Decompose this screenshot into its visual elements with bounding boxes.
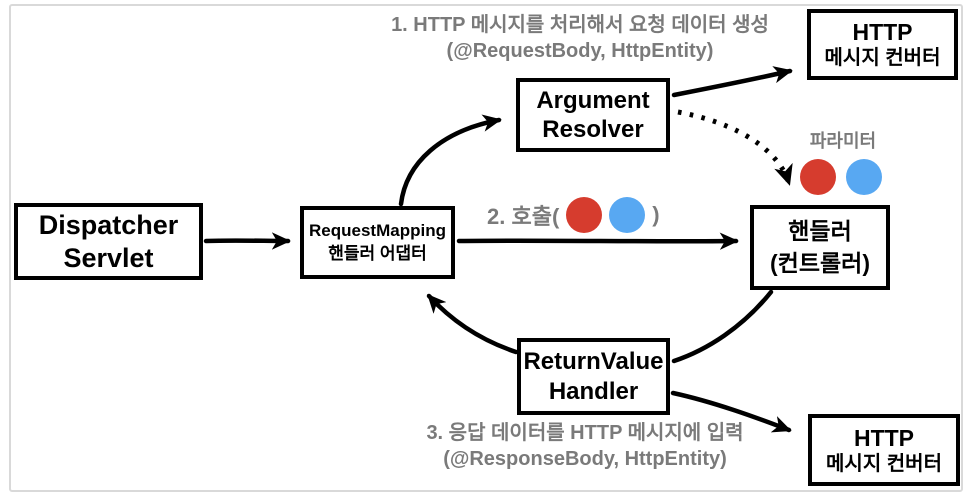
argument-resolver-line2: Resolver [542, 116, 644, 143]
arrow-adapter-to-handler [456, 232, 739, 250]
step1-annotation-line2: (@RequestBody, HttpEntity) [446, 40, 714, 62]
http-message-converter-bottom-line1: HTTP [853, 424, 915, 451]
arrow-adapter-to-argument-resolver [398, 114, 502, 207]
http-message-converter-top-line1: HTTP [852, 19, 913, 46]
arrow-return-value-handler-to-http-converter-bottom [670, 390, 792, 433]
http-message-converter-top-line2: 메시지 컨버터 [824, 47, 941, 70]
dispatcher-servlet-box: Dispatcher Servlet [14, 203, 203, 280]
step2-call-prefix: 2. 호출( [487, 204, 560, 229]
blue-parameter-dot-call [609, 197, 646, 233]
dispatcher-servlet-line1: Dispatcher [38, 209, 179, 240]
request-mapping-adapter-line2: 핸들러 어댑터 [328, 243, 427, 263]
return-value-handler-box: ReturnValue Handler [517, 338, 670, 415]
line-handler-to-return-value-handler [671, 289, 774, 364]
request-mapping-adapter-box: RequestMapping 핸들러 어댑터 [300, 206, 455, 279]
handler-controller-box: 핸들러 (컨트롤러) [750, 205, 890, 290]
arrow-return-value-handler-to-adapter [426, 293, 519, 355]
argument-resolver-box: Argument Resolver [516, 78, 670, 152]
parameter-dots [800, 159, 882, 195]
http-message-converter-bottom-box: HTTP 메시지 컨버터 [808, 414, 960, 486]
step3-annotation-line1: 3. 응답 데이터를 HTTP 메시지에 입력 [426, 422, 744, 444]
handler-controller-line2: (컨트롤러) [770, 249, 870, 276]
parameter-label: 파라미터 [809, 131, 877, 151]
step2-call-annotation: 2. 호출( ) [487, 197, 660, 233]
argument-resolver-line1: Argument [536, 86, 650, 114]
arrow-argument-resolver-to-http-converter-top [671, 66, 793, 98]
red-parameter-dot-call [566, 197, 603, 233]
return-value-handler-line2: Handler [548, 377, 639, 405]
http-message-converter-bottom-line2: 메시지 컨버터 [826, 452, 942, 475]
step1-annotation: 1. HTTP 메시지를 처리해서 요청 데이터 생성 (@RequestBod… [340, 12, 820, 64]
dotted-arrow-argument-resolver-to-parameters [677, 109, 793, 186]
dispatcher-servlet-line2: Servlet [63, 242, 154, 273]
step3-annotation-line2: (@ResponseBody, HttpEntity) [443, 448, 727, 470]
red-parameter-dot [800, 159, 836, 195]
blue-parameter-dot [846, 159, 882, 195]
step3-annotation: 3. 응답 데이터를 HTTP 메시지에 입력 (@ResponseBody, … [345, 420, 825, 472]
step1-annotation-line1: 1. HTTP 메시지를 처리해서 요청 데이터 생성 [391, 14, 769, 36]
return-value-handler-line1: ReturnValue [523, 348, 664, 376]
request-mapping-adapter-line1: RequestMapping [309, 221, 446, 241]
http-message-converter-top-box: HTTP 메시지 컨버터 [807, 9, 958, 80]
handler-controller-line1: 핸들러 [788, 218, 852, 245]
step2-call-suffix: ) [652, 202, 660, 227]
